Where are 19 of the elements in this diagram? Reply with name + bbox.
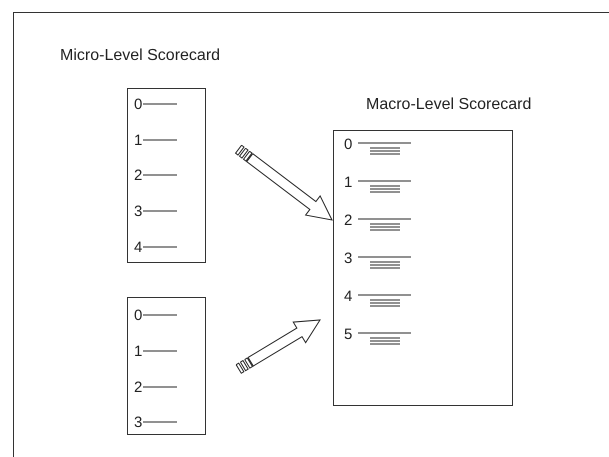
scorecard-box (127, 297, 206, 435)
level-number: 0 (134, 308, 142, 323)
level-number: 2 (134, 380, 142, 395)
level-number: 4 (344, 289, 352, 304)
level-number: 1 (134, 133, 142, 148)
level-number: 3 (344, 251, 352, 266)
level-number: 3 (134, 204, 142, 219)
level-number: 0 (134, 97, 142, 112)
scorecard-box (127, 88, 206, 263)
level-number: 0 (344, 137, 352, 152)
scorecard-title: Micro-Level Scorecard (60, 47, 220, 65)
level-number: 2 (134, 168, 142, 183)
level-number: 3 (134, 415, 142, 430)
level-number: 1 (344, 175, 352, 190)
level-number: 5 (344, 327, 352, 342)
scorecard-title: Macro-Level Scorecard (366, 96, 532, 114)
level-number: 2 (344, 213, 352, 228)
level-number: 1 (134, 344, 142, 359)
level-number: 4 (134, 240, 142, 255)
